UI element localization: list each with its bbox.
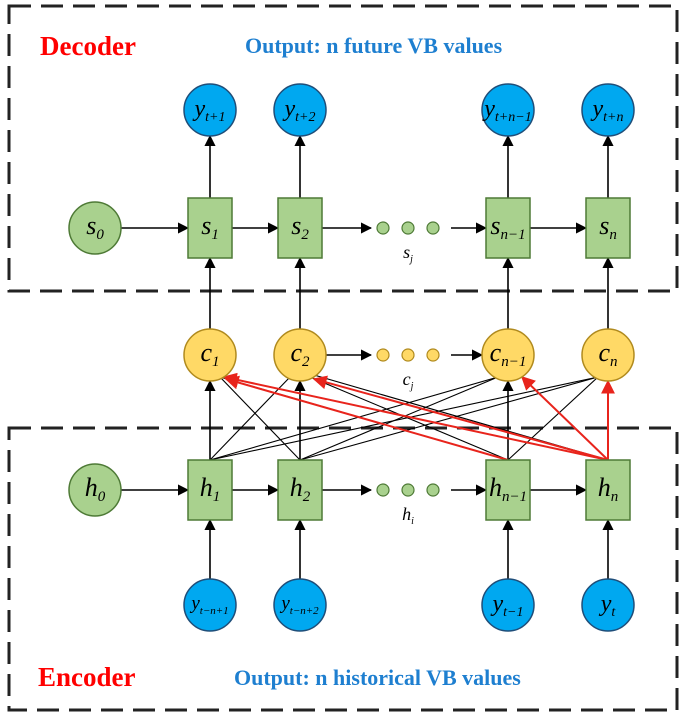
nodes-layer: yt+1 yt+2 yt+n−1 yt+n s0 s1 s2 sn−1 sn sj c1 c2 cn−1… bbox=[68, 83, 635, 632]
edge-attn-red-hn-c2 bbox=[312, 375, 609, 461]
decoder-frame bbox=[7, 4, 679, 293]
encoder-ellipsis-dot-2 bbox=[401, 483, 415, 497]
context-ellipsis-dot-2 bbox=[401, 348, 415, 362]
encoder-state-label-3: hn−1 bbox=[489, 473, 527, 505]
encoder-subtitle: Output: n historical VB values bbox=[234, 665, 521, 690]
decoder-output-label-3: yt+n−1 bbox=[482, 96, 531, 125]
encoder-title: Encoder bbox=[38, 662, 136, 692]
encoder-ellipsis-label: hi bbox=[402, 504, 414, 527]
encoder-ellipsis-dot-1 bbox=[376, 483, 390, 497]
decoder-ellipsis-dot-1 bbox=[376, 221, 390, 235]
edge-attn-red-hn1-c1 bbox=[224, 375, 509, 461]
context-ellipsis-dot-1 bbox=[376, 348, 390, 362]
decoder-subtitle: Output: n future VB values bbox=[245, 33, 503, 58]
encoder-initial-label: h0 bbox=[85, 473, 106, 505]
edge-attn-red-hn-c1 bbox=[222, 372, 609, 461]
edge-attn-h2-c1 bbox=[219, 376, 301, 461]
encoder-initial-node bbox=[68, 463, 122, 517]
encoder-state-label-4: hn bbox=[598, 473, 619, 505]
edges-layer bbox=[121, 134, 615, 579]
context-ellipsis-dot-3 bbox=[426, 348, 440, 362]
encoder-state-label-2: h2 bbox=[290, 473, 311, 505]
edge-attn-h3-c4 bbox=[507, 376, 599, 461]
encoder-state-box-1 bbox=[187, 459, 233, 521]
decoder-state-label-1: s1 bbox=[201, 211, 219, 243]
context-node-1 bbox=[183, 328, 237, 382]
encoder-input-node-3 bbox=[481, 578, 535, 632]
decoder-output-label-2: yt+2 bbox=[283, 96, 316, 125]
decoder-output-label-1: yt+1 bbox=[193, 96, 226, 125]
decoder-ellipsis-dot-3 bbox=[426, 221, 440, 235]
edge-attn-h1-c3 bbox=[209, 376, 499, 461]
decoder-state-box-3 bbox=[485, 197, 531, 259]
decoder-state-label-2: s2 bbox=[291, 211, 309, 243]
context-ellipsis-label: cj bbox=[403, 369, 414, 392]
decoder-output-node-4 bbox=[581, 83, 635, 137]
decoder-state-box-4 bbox=[585, 197, 631, 259]
context-label-1: c1 bbox=[200, 338, 219, 370]
decoder-output-node-3 bbox=[481, 83, 535, 137]
encoder-input-node-2 bbox=[273, 578, 327, 632]
context-node-2 bbox=[273, 328, 327, 382]
decoder-state-box-2 bbox=[277, 197, 323, 259]
encoder-input-node-4 bbox=[581, 578, 635, 632]
decoder-state-label-4: sn bbox=[599, 211, 617, 243]
decoder-output-label-4: yt+n bbox=[591, 96, 624, 125]
decoder-title: Decoder bbox=[40, 31, 136, 61]
encoder-frame bbox=[7, 426, 679, 712]
encoder-input-label-4: yt bbox=[599, 591, 617, 620]
decoder-ellipsis-label: sj bbox=[403, 242, 413, 265]
encoder-input-label-3: yt−1 bbox=[491, 591, 524, 620]
encoder-state-box-3 bbox=[485, 459, 531, 521]
encoder-input-node-1 bbox=[183, 578, 237, 632]
decoder-output-node-1 bbox=[183, 83, 237, 137]
encoder-state-label-1: h1 bbox=[200, 473, 221, 505]
encoder-state-box-4 bbox=[585, 459, 631, 521]
decoder-state-label-3: sn−1 bbox=[490, 211, 525, 243]
context-label-3: cn−1 bbox=[490, 338, 527, 370]
edge-attn-h1-c2 bbox=[209, 376, 291, 461]
context-label-4: cn bbox=[598, 338, 617, 370]
decoder-state-box-1 bbox=[187, 197, 233, 259]
edge-attn-h3-c2 bbox=[309, 376, 509, 461]
encoder-state-box-2 bbox=[277, 459, 323, 521]
edge-attn-red-hn-cn1 bbox=[520, 376, 609, 461]
decoder-initial-label: s0 bbox=[86, 211, 104, 243]
encoder-input-label-2: yt−n+2 bbox=[279, 593, 319, 616]
decoder-output-node-2 bbox=[273, 83, 327, 137]
decoder-initial-node bbox=[68, 201, 122, 255]
edge-attn-h1-c4 bbox=[209, 376, 599, 461]
context-node-4 bbox=[581, 328, 635, 382]
context-label-2: c2 bbox=[290, 338, 310, 370]
encoder-input-label-1: yt−n+1 bbox=[189, 593, 228, 616]
decoder-ellipsis-dot-2 bbox=[401, 221, 415, 235]
edge-attn-h2-c4 bbox=[299, 376, 599, 461]
encoder-ellipsis-dot-3 bbox=[426, 483, 440, 497]
edge-attn-h2-c3 bbox=[299, 376, 499, 461]
context-node-3 bbox=[481, 328, 535, 382]
